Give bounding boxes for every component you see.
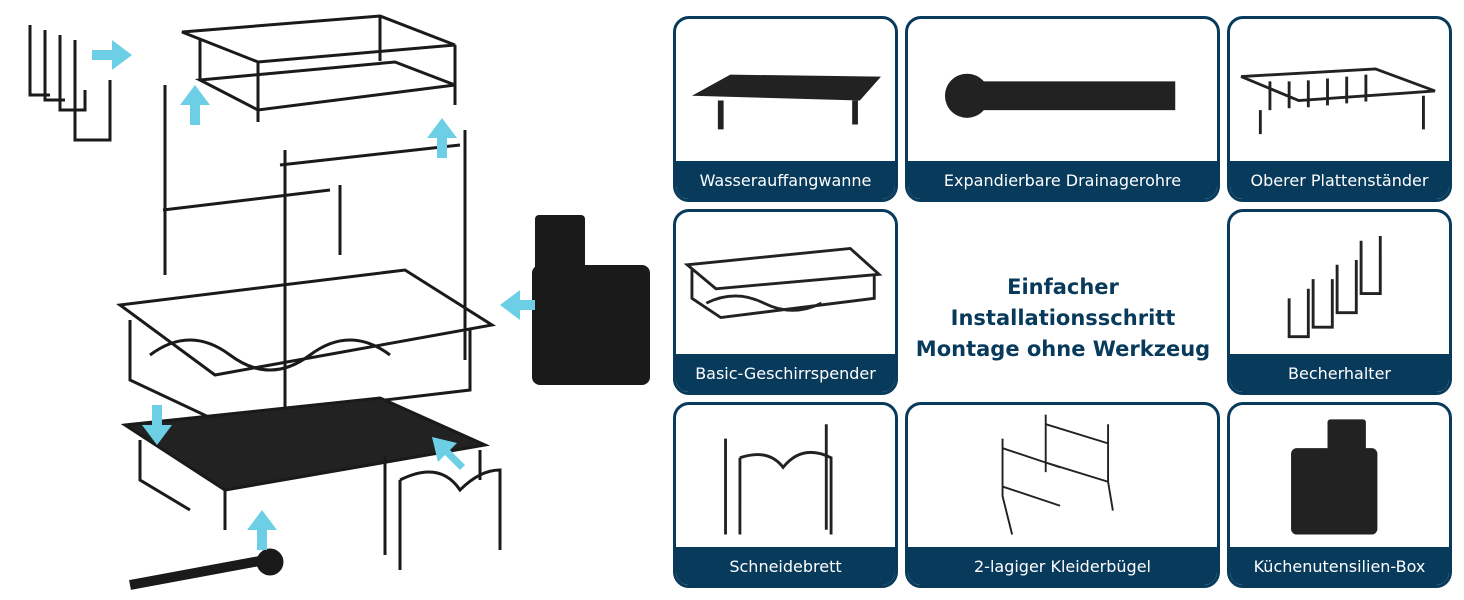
arrow-icon bbox=[500, 290, 535, 320]
card-drain-spout: Expandierbare Drainagerohre bbox=[905, 16, 1220, 202]
card-cutting-board: Schneidebrett bbox=[673, 402, 898, 588]
assembly-arrows bbox=[92, 40, 535, 550]
cutting-board-part bbox=[383, 455, 502, 570]
arrow-icon bbox=[432, 437, 465, 470]
drain-spout-icon bbox=[944, 73, 1176, 118]
card-label: Expandierbare Drainagerohre bbox=[908, 161, 1217, 199]
card-towel-hanger: 2-lagiger Kleiderbügel bbox=[905, 402, 1220, 588]
card-drip-tray: Wasserauffangwanne bbox=[673, 16, 898, 202]
cup-holder-icon bbox=[1287, 235, 1382, 339]
utensil-box-icon bbox=[1291, 419, 1378, 535]
top-rack-part bbox=[181, 14, 456, 112]
card-label: Schneidebrett bbox=[676, 547, 895, 585]
headline: Einfacher Installationsschritt Montage o… bbox=[900, 272, 1226, 365]
towel-hanger-icon bbox=[1001, 414, 1114, 535]
arrow-icon bbox=[247, 510, 277, 550]
cutting-board-icon bbox=[724, 424, 833, 535]
basket-icon bbox=[683, 246, 883, 320]
arrow-icon bbox=[180, 85, 210, 125]
card-label: Basic-Geschirrspender bbox=[676, 354, 895, 392]
basket-part bbox=[116, 268, 497, 422]
drip-tray-icon bbox=[691, 74, 881, 130]
headline-line2: Montage ohne Werkzeug bbox=[915, 337, 1211, 361]
card-label: Oberer Plattenständer bbox=[1230, 161, 1449, 199]
utensil-box-part bbox=[532, 215, 650, 385]
card-cup-holder: Becherhalter bbox=[1227, 209, 1452, 395]
arrow-icon bbox=[427, 118, 457, 158]
card-basket: Basic-Geschirrspender bbox=[673, 209, 898, 395]
card-utensil-box: Küchenutensilien-Box bbox=[1227, 402, 1452, 588]
cup-holder-part bbox=[28, 25, 112, 142]
drain-part bbox=[129, 555, 266, 590]
card-label: Becherhalter bbox=[1230, 354, 1449, 392]
card-plate-rack: Oberer Plattenständer bbox=[1227, 16, 1452, 202]
plate-rack-icon bbox=[1240, 67, 1436, 135]
arrow-icon bbox=[142, 405, 172, 445]
exploded-assembly-illustration bbox=[28, 14, 650, 590]
card-label: Wasserauffangwanne bbox=[676, 161, 895, 199]
frame-part bbox=[162, 85, 467, 440]
arrow-icon bbox=[92, 40, 132, 70]
card-label: 2-lagiger Kleiderbügel bbox=[908, 547, 1217, 585]
headline-line1: Einfacher Installationsschritt bbox=[950, 275, 1176, 330]
card-label: Küchenutensilien-Box bbox=[1230, 547, 1449, 585]
drip-tray-part bbox=[120, 396, 491, 492]
